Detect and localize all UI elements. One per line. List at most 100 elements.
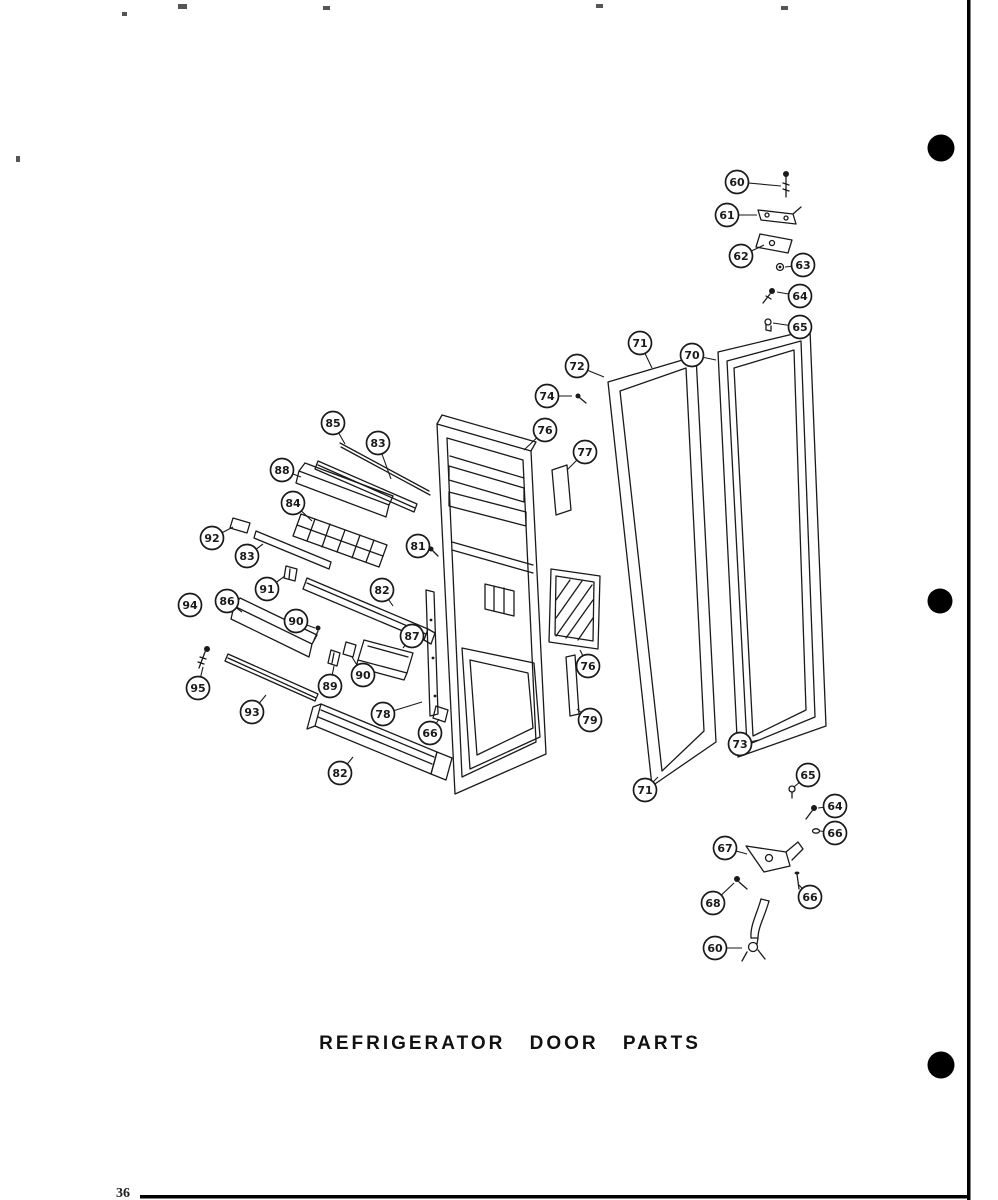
callout-62: 62	[728, 243, 754, 269]
callout-number-65: 65	[800, 769, 815, 782]
callout-73: 73	[727, 731, 753, 757]
callout-86: 86	[214, 588, 240, 614]
callout-83: 83	[234, 543, 260, 569]
diagram-title: REFRIGERATOR DOOR PARTS	[319, 1033, 701, 1054]
callout-number-68: 68	[705, 897, 720, 910]
bottom-border-line	[140, 1195, 970, 1199]
callout-number-62: 62	[733, 250, 748, 263]
callout-circle-71	[627, 330, 653, 356]
callout-61: 61	[714, 202, 740, 228]
door-shelves-and-trim	[183, 442, 453, 781]
callout-circle-70	[679, 342, 705, 368]
callout-82: 82	[369, 577, 395, 603]
callout-number-85: 85	[325, 417, 340, 430]
callout-circle-71	[632, 777, 658, 803]
callout-71: 71	[627, 330, 653, 356]
callout-circle-95	[185, 675, 211, 701]
callout-circle-66	[797, 884, 823, 910]
callout-number-78: 78	[375, 708, 390, 721]
callout-circle-92	[199, 525, 225, 551]
callout-81: 81	[405, 533, 431, 559]
callout-circle-82	[369, 577, 395, 603]
callout-circle-60	[702, 935, 728, 961]
scan-mark	[781, 6, 788, 10]
callout-number-65: 65	[792, 321, 807, 334]
callout-number-60: 60	[707, 942, 723, 955]
callout-number-88: 88	[274, 464, 289, 477]
callout-circle-90	[283, 608, 309, 634]
callout-93: 93	[239, 699, 265, 725]
callout-number-66: 66	[422, 727, 438, 740]
callout-65: 65	[795, 762, 821, 788]
callout-circles: 6061626364657172747076778583888492839181…	[177, 169, 848, 961]
callout-87: 87	[399, 623, 425, 649]
callout-64: 64	[787, 283, 813, 309]
callout-circle-73	[727, 731, 753, 757]
scan-mark	[323, 6, 330, 10]
callout-number-64: 64	[827, 800, 843, 813]
callout-number-66: 66	[802, 891, 818, 904]
diagram-line-art	[183, 171, 827, 962]
right-border-line	[967, 0, 971, 1200]
callout-60: 60	[702, 935, 728, 961]
callout-78: 78	[370, 701, 396, 727]
callout-67: 67	[712, 835, 738, 861]
scan-mark	[16, 156, 20, 162]
callout-76: 76	[575, 653, 601, 679]
callout-number-67: 67	[717, 842, 732, 855]
callout-66: 66	[822, 820, 848, 846]
callout-number-86: 86	[219, 595, 235, 608]
callout-number-74: 74	[539, 390, 555, 403]
callout-number-70: 70	[684, 349, 700, 362]
callout-circle-65	[795, 762, 821, 788]
callout-circle-91	[254, 576, 280, 602]
callout-number-82: 82	[332, 767, 347, 780]
callout-number-61: 61	[719, 209, 734, 222]
callout-circle-85	[320, 410, 346, 436]
callout-circle-76	[575, 653, 601, 679]
callout-number-87: 87	[404, 630, 419, 643]
callout-83: 83	[365, 430, 391, 456]
callout-number-72: 72	[569, 360, 584, 373]
callout-number-95: 95	[190, 682, 205, 695]
callout-number-93: 93	[244, 706, 259, 719]
callout-number-81: 81	[410, 540, 425, 553]
callout-84: 84	[280, 490, 306, 516]
callout-circle-86	[214, 588, 240, 614]
callout-number-66: 66	[827, 827, 843, 840]
callout-number-94: 94	[182, 599, 198, 612]
callout-66: 66	[797, 884, 823, 910]
callout-60: 60	[724, 169, 750, 195]
callout-circle-78	[370, 701, 396, 727]
callout-65: 65	[787, 314, 813, 340]
callout-90: 90	[283, 608, 309, 634]
callout-76: 76	[532, 417, 558, 443]
callout-95: 95	[185, 675, 211, 701]
callout-71: 71	[632, 777, 658, 803]
callout-number-92: 92	[204, 532, 219, 545]
callout-number-71: 71	[637, 784, 652, 797]
callout-circle-83	[365, 430, 391, 456]
inner-door-frame	[607, 355, 717, 787]
callout-number-83: 83	[239, 550, 254, 563]
callout-72: 72	[564, 353, 590, 379]
callout-74: 74	[534, 383, 560, 409]
callout-circle-76	[532, 417, 558, 443]
callout-circle-84	[280, 490, 306, 516]
callout-90: 90	[350, 662, 376, 688]
callout-circle-77	[572, 439, 598, 465]
callout-circle-66	[417, 720, 443, 746]
scan-mark	[596, 4, 603, 8]
callout-number-82: 82	[374, 584, 389, 597]
top-hinge-parts	[755, 171, 802, 332]
callout-circle-61	[714, 202, 740, 228]
callout-number-73: 73	[732, 738, 747, 751]
callout-64: 64	[822, 793, 848, 819]
callout-70: 70	[679, 342, 705, 368]
outer-door-gasket-frame	[717, 329, 827, 758]
callout-circle-74	[534, 383, 560, 409]
page-number: 36	[116, 1186, 130, 1200]
callout-63: 63	[790, 252, 816, 278]
callout-circle-88	[269, 457, 295, 483]
